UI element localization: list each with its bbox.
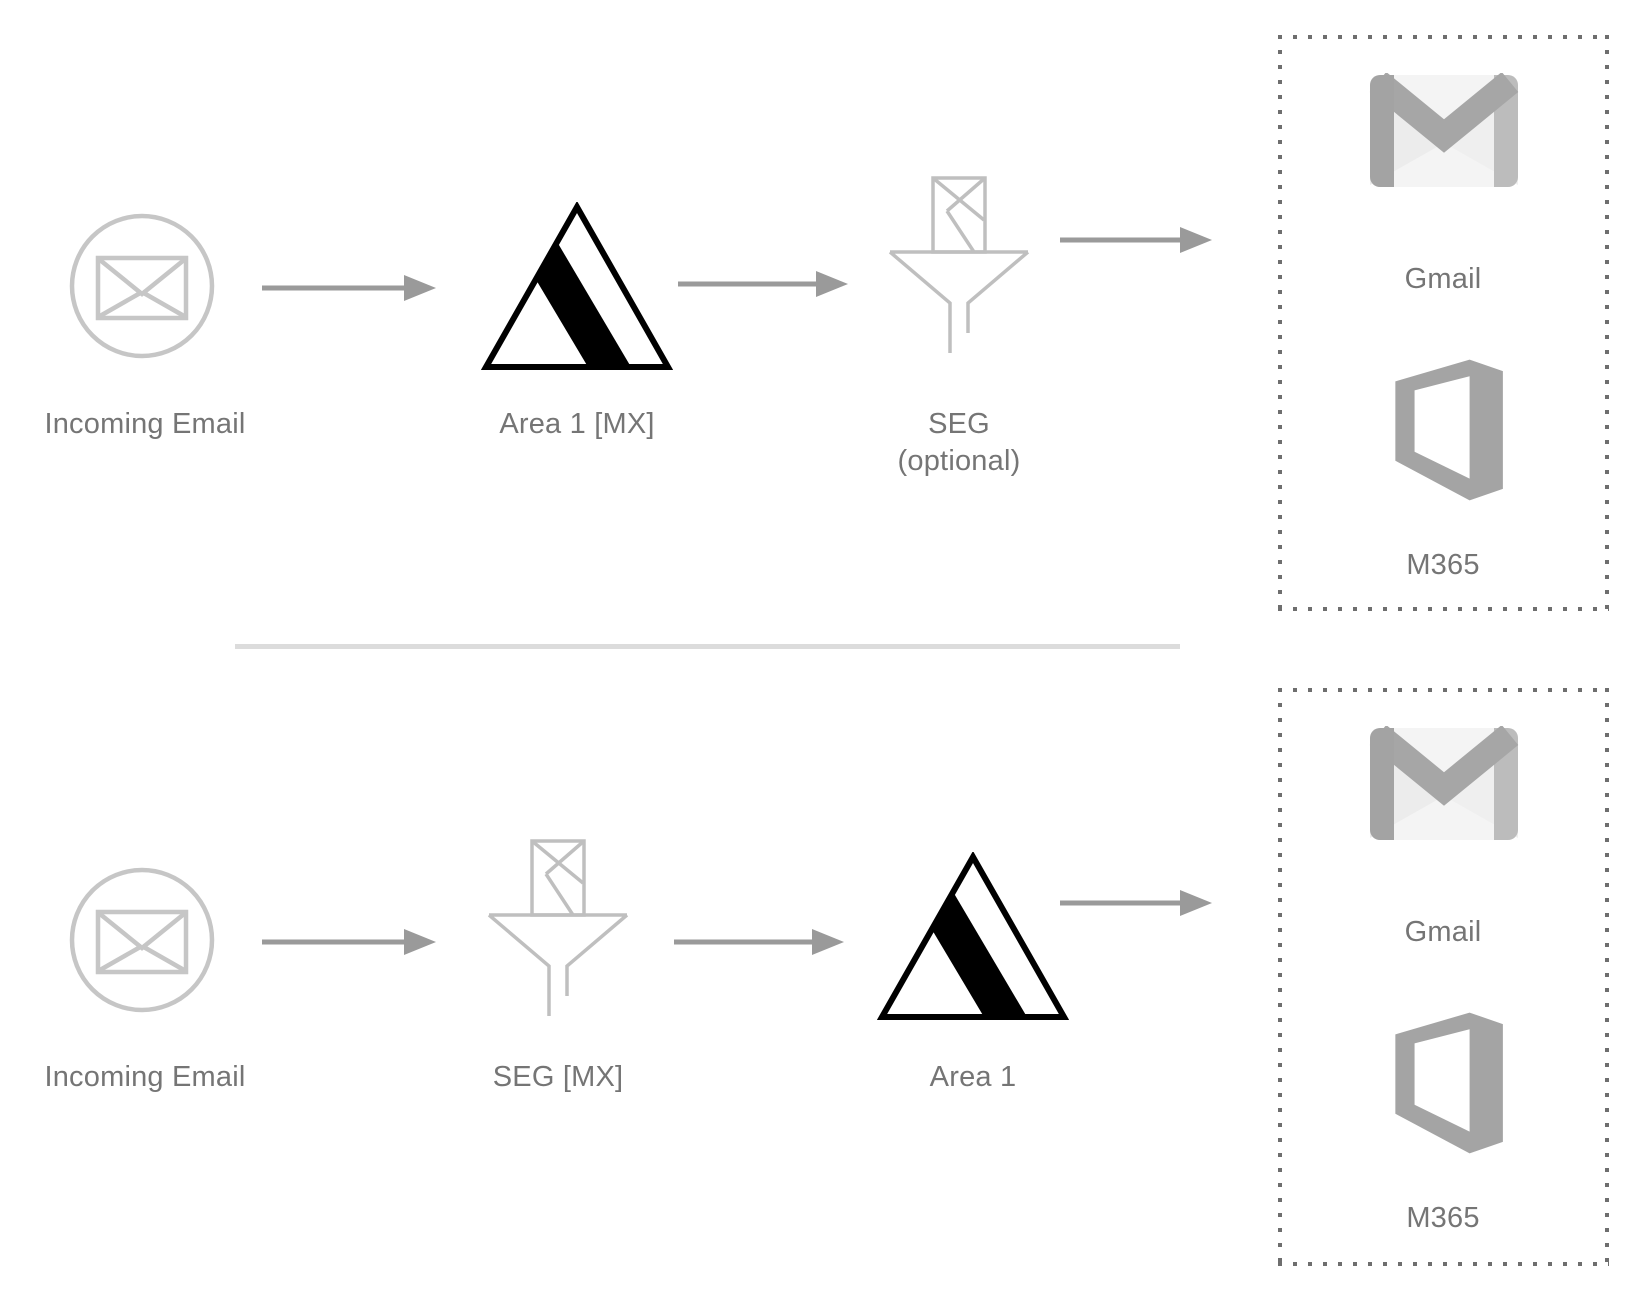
area1-triangle-logo: [481, 202, 673, 370]
area1-triangle-logo: [877, 852, 1069, 1020]
area1-mx-label: Area 1 [MX]: [499, 408, 655, 440]
microsoft-365-office-icon: [1395, 359, 1503, 501]
seg-mx-label: SEG [MX]: [492, 1061, 624, 1093]
incoming-email-envelope-circle-icon: [69, 867, 215, 1013]
gmail-label: Gmail: [1404, 916, 1482, 948]
flow-arrow-right: [1060, 227, 1212, 253]
destinations-box: Gmail M365: [1278, 35, 1609, 611]
gmail-envelope-icon: [1369, 726, 1519, 840]
gmail-envelope-icon: [1369, 73, 1519, 187]
secure-email-gateway-funnel-icon: [888, 176, 1030, 353]
flow-arrow-right: [674, 929, 844, 955]
area1-label: Area 1: [929, 1061, 1017, 1093]
incoming-email-label: Incoming Email: [44, 1061, 246, 1093]
incoming-email-envelope-circle-icon: [69, 213, 215, 359]
flow-arrow-right: [262, 275, 436, 301]
secure-email-gateway-funnel-icon: [487, 839, 629, 1016]
destinations-box: Gmail M365: [1278, 688, 1609, 1266]
microsoft-365-office-icon: [1395, 1012, 1503, 1154]
incoming-email-label: Incoming Email: [44, 408, 246, 440]
gmail-label: Gmail: [1404, 263, 1482, 295]
m365-label: M365: [1406, 549, 1480, 581]
flow-arrow-right: [1060, 890, 1212, 916]
m365-label: M365: [1406, 1202, 1480, 1234]
flow-arrow-right: [262, 929, 436, 955]
section-divider: [235, 644, 1180, 649]
flow-arrow-right: [678, 271, 848, 297]
seg-optional-label: SEG (optional): [897, 408, 1021, 477]
